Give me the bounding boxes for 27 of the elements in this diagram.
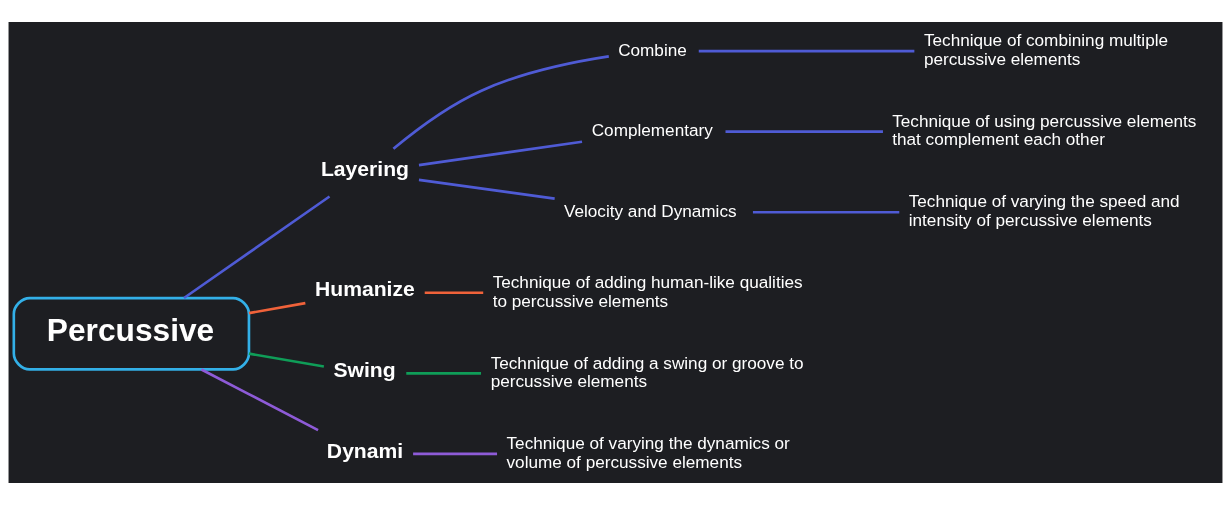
- connector: [248, 301, 306, 315]
- node-text: Layering: [320, 157, 409, 181]
- node-text: Technique of combining multiple percussive elements: [923, 30, 1169, 69]
- connector: [406, 372, 482, 375]
- node-text: Combine: [618, 39, 687, 60]
- node-text: Technique of varying the speed and intensity of percussive elements: [908, 191, 1180, 230]
- connector: [752, 210, 900, 214]
- connector: [725, 130, 883, 133]
- connector: [698, 49, 915, 53]
- node-text: Swing: [333, 358, 396, 382]
- node-box: Percussive: [12, 296, 251, 371]
- node-text: Technique of varying the dynamics or volume of percussive elements: [506, 433, 790, 472]
- node-text: Humanize: [314, 277, 415, 301]
- node-text: Technique of using percussive elements that complement each other: [892, 110, 1197, 150]
- node-text: Complementary: [591, 120, 713, 141]
- node-text: Dynami: [326, 438, 404, 462]
- node-text: Velocity and Dynamics: [563, 200, 737, 221]
- connector: [418, 178, 555, 200]
- connector: [418, 140, 583, 167]
- connector: [424, 291, 484, 295]
- connector: [248, 352, 325, 368]
- node-text: Technique of adding a swing or groove to percussive elements: [490, 352, 804, 392]
- connector: [200, 368, 319, 432]
- connector: [413, 452, 498, 456]
- connector: [392, 55, 609, 150]
- node-text: Technique of adding human-like qualities to percussive elements: [492, 272, 803, 311]
- connector: [183, 195, 331, 300]
